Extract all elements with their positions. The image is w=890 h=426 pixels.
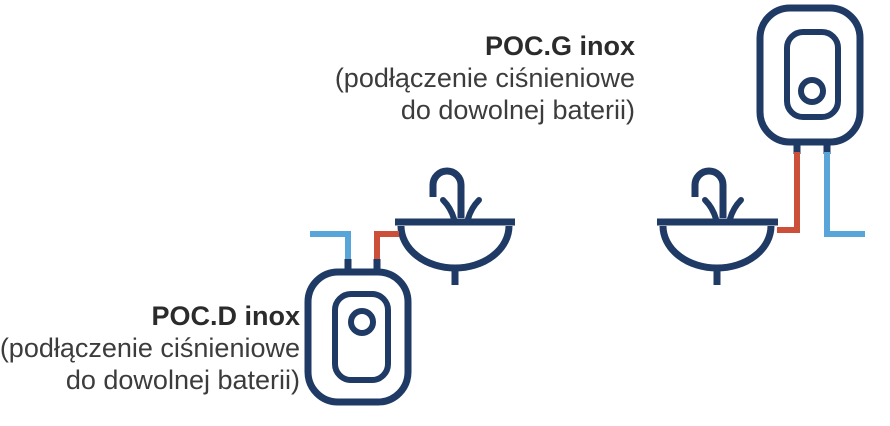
unit-name: POC.G inox (484, 31, 635, 61)
heater-connection-stubs (793, 140, 831, 154)
poc-d-installation (304, 167, 515, 406)
faucet-handle-right (727, 197, 744, 222)
faucet-spout (691, 167, 727, 218)
unit-description-line: (podłączenie ciśnieniowe (334, 63, 635, 93)
faucet-handle-left (702, 197, 719, 222)
faucet-icon (691, 167, 744, 222)
poc-g-label: POC.G inox (podłączenie ciśnieniowe do d… (335, 30, 635, 126)
faucet-icon (429, 167, 482, 222)
unit-description-line: do dowolnej baterii) (400, 95, 635, 125)
poc-g-installation (657, 4, 865, 285)
unit-description-line: (podłączenie ciśnieniowe (0, 333, 300, 363)
washbasin-icon (395, 218, 515, 285)
faucet-spout (429, 167, 465, 218)
sink-basin (659, 225, 775, 272)
unit-description-line: do dowolnej baterii) (65, 365, 300, 395)
heater-front-panel (332, 291, 391, 383)
water-heater-icon (756, 4, 864, 146)
heater-body-outline (756, 4, 864, 146)
faucet-handle-right (465, 197, 482, 222)
cold-water-pipe (310, 231, 351, 261)
hot-water-pipe (374, 231, 399, 261)
poc-d-label: POC.D inox (podłączenie ciśnieniowe do d… (0, 300, 300, 396)
heater-front-panel (784, 29, 841, 120)
sink-basin (397, 225, 513, 272)
washbasin-icon (657, 218, 778, 285)
cold-water-pipe (824, 152, 865, 237)
water-heater-icon (304, 268, 412, 406)
heater-dial (798, 77, 826, 105)
faucet-handle-left (440, 197, 457, 222)
unit-name: POC.D inox (151, 301, 300, 331)
heater-body-outline (304, 268, 412, 406)
hot-water-pipe (777, 152, 800, 233)
heater-dial (348, 308, 376, 336)
